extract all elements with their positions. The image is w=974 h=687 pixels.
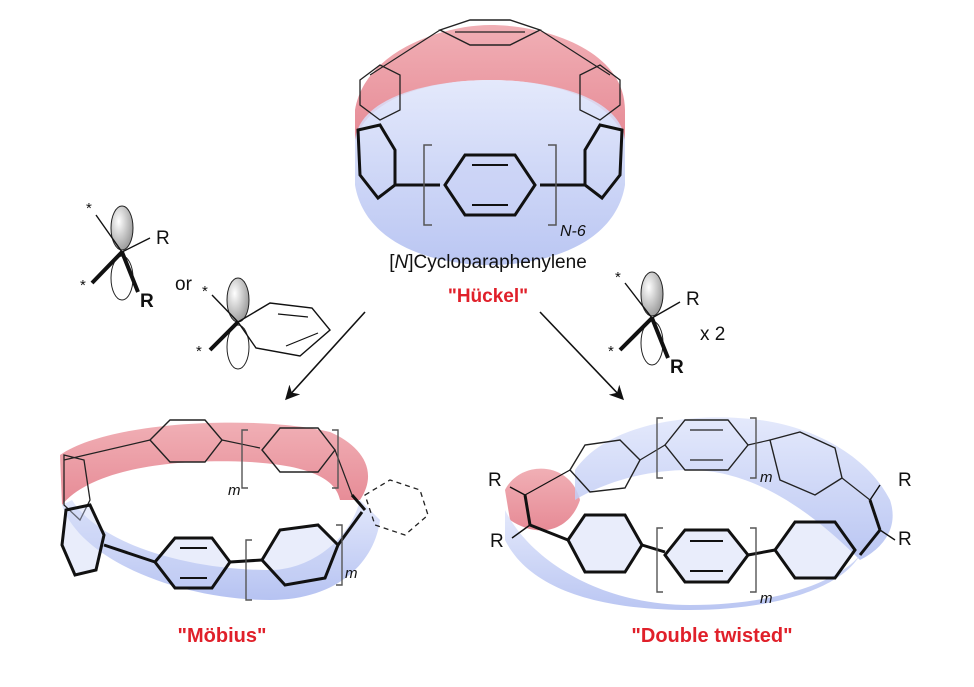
- huckel-type-label: "Hückel": [448, 286, 528, 307]
- huckel-left-bracket: [423, 144, 432, 226]
- left-r-bold-label: R: [140, 291, 154, 312]
- huckel-ring: [355, 19, 625, 265]
- huckel-name-label: [N]Cycloparaphenylene: [389, 252, 587, 273]
- left-r-label: R: [156, 228, 170, 249]
- huckel-right-back-phenylene: [579, 64, 621, 121]
- dt-r-left-top: R: [488, 470, 502, 491]
- dt-band-blue-top: [575, 417, 893, 560]
- dt-band-red: [505, 468, 580, 531]
- dt-r-right-top: R: [898, 470, 912, 491]
- dt-m-bottom: m: [760, 590, 773, 607]
- mobius-band-blue: [62, 500, 380, 600]
- huckel-center-phenylene: [443, 153, 537, 217]
- huckel-right-bracket: [548, 144, 557, 226]
- right-orbital-substituent: [618, 271, 681, 366]
- huckel-band-back: [355, 25, 625, 140]
- dt-r-right-bottom: R: [898, 529, 912, 550]
- mobius-band-red: [60, 422, 369, 505]
- left-benzyne-substituent: [208, 277, 331, 370]
- dt-m-top: m: [760, 469, 773, 486]
- right-star-top: *: [615, 269, 621, 286]
- right-r-bold-label: R: [670, 357, 684, 378]
- benzyne-star-top: *: [202, 283, 208, 300]
- huckel-left-back-phenylene: [359, 64, 401, 121]
- double-twisted-ring: [505, 417, 896, 610]
- benzyne-star-bottom: *: [196, 343, 202, 360]
- mobius-ring: [60, 419, 429, 601]
- left-star-bottom: *: [80, 277, 86, 294]
- mobius-m-top: m: [228, 482, 241, 499]
- multiplier-label: x 2: [700, 324, 725, 345]
- huckel-subscript: N-6: [560, 223, 586, 240]
- mobius-m-bottom: m: [345, 565, 358, 582]
- right-r-label: R: [686, 289, 700, 310]
- mobius-type-label: "Möbius": [178, 625, 267, 647]
- or-label: or: [175, 274, 193, 295]
- dt-r-left-bottom: R: [490, 531, 504, 552]
- arrow-to-double-twisted: [539, 311, 624, 401]
- arrow-to-mobius: [285, 311, 366, 401]
- left-orbital-substituent: [90, 205, 151, 301]
- dt-type-label: "Double twisted": [631, 625, 792, 647]
- left-star-top: *: [86, 200, 92, 217]
- right-star-bottom: *: [608, 343, 614, 360]
